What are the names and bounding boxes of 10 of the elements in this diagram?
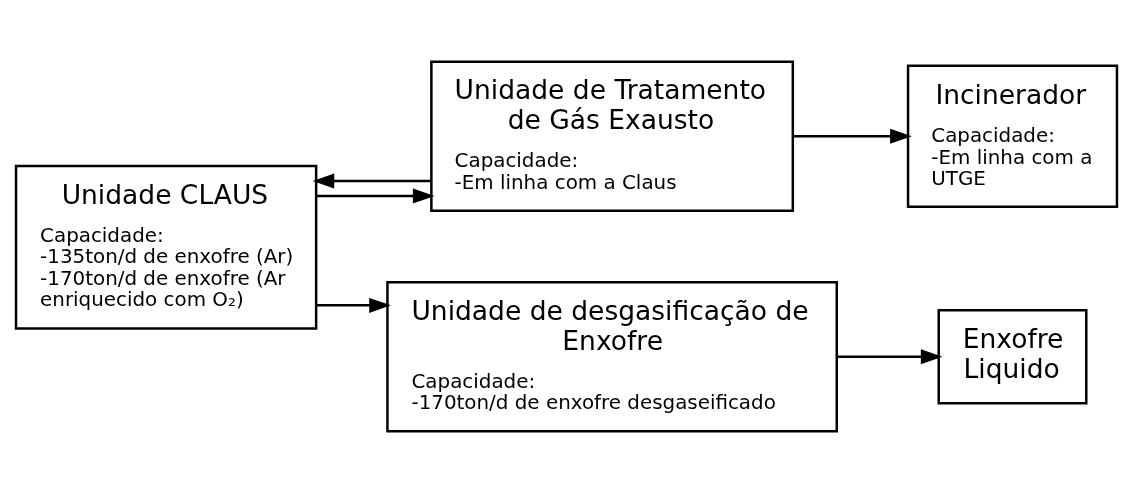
arrow [316,187,435,203]
node-box: Incinerador Capacidade: -Em linha com a UTGE [906,64,1119,208]
arrow [792,128,912,144]
node-box: Unidade de desgasificação de Enxofre Capacidade: -170ton/d de enxofre desgaseificado [386,280,838,433]
node-box: Unidade CLAUS Capacidade: -135ton/d de enxofre (Ar) -170ton/d de enxofre (Ar enriquecido com O₂) [14,164,318,330]
node-box: Enxofre Liquido [937,308,1088,404]
arrow [316,297,391,313]
arrow [836,348,943,364]
node-box: Unidade de Tratamento de Gás Exausto Capacidade: -Em linha com a Claus [430,59,795,212]
arrow [312,172,432,189]
